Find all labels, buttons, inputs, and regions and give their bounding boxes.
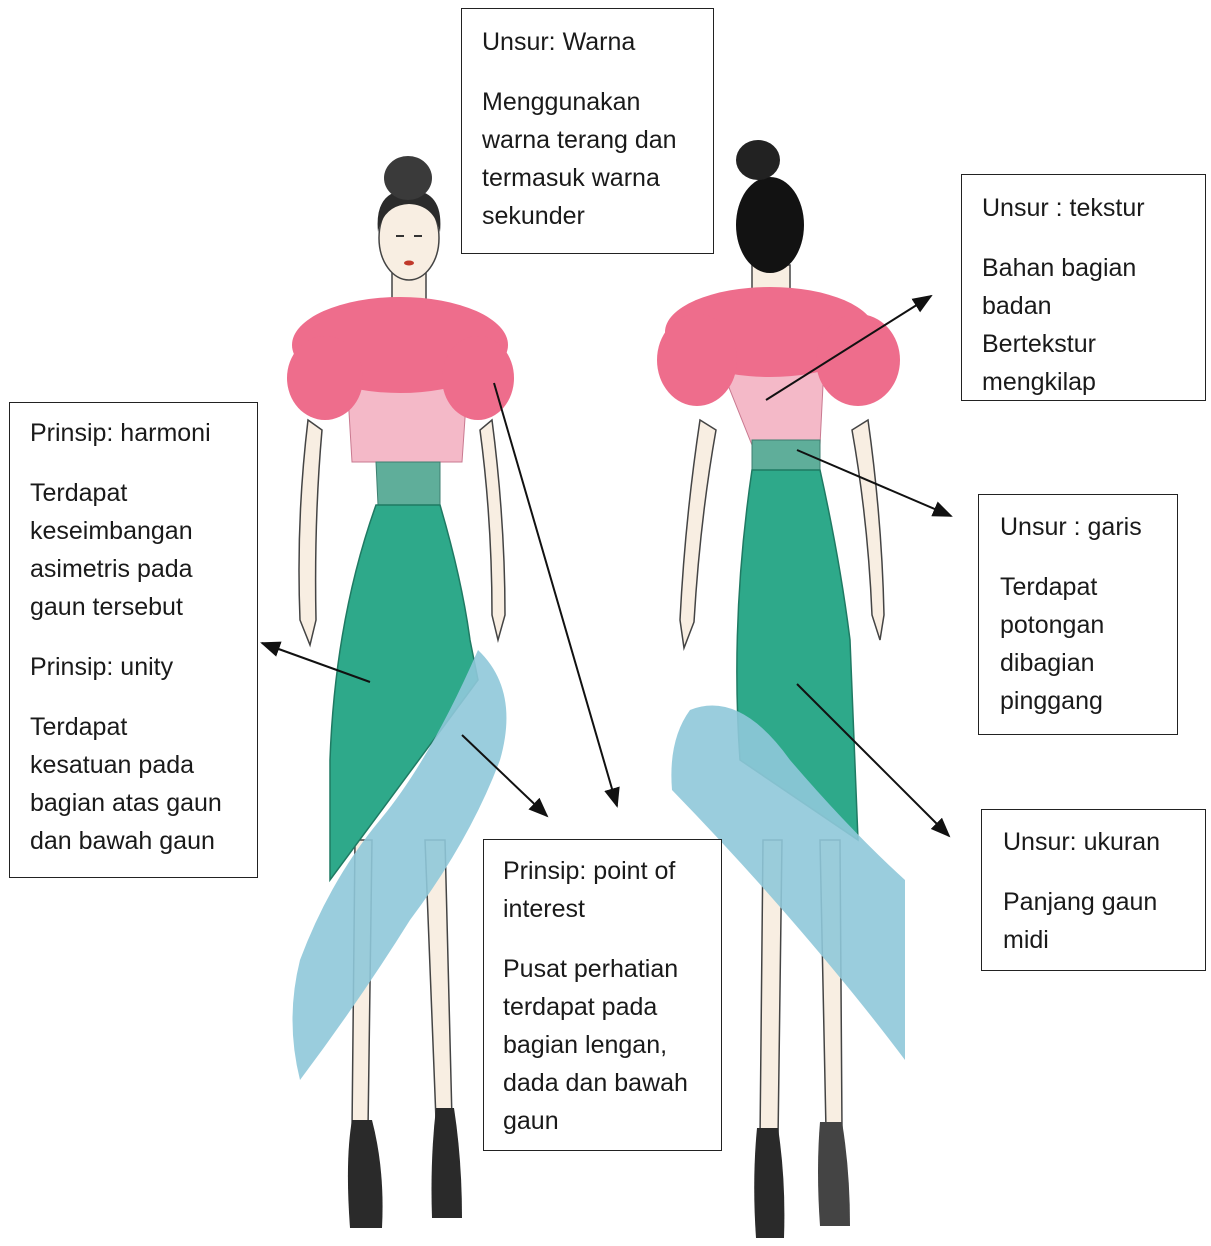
annotation-line: Terdapat: [1000, 568, 1156, 606]
annotation-line: badan: [982, 287, 1185, 325]
annotation-line: dan bawah gaun: [30, 822, 237, 860]
annotation-line: dibagian: [1000, 644, 1156, 682]
annotation-line: potongan: [1000, 606, 1156, 644]
annotation-line: sekunder: [482, 197, 693, 235]
annotation-line: Terdapat: [30, 708, 237, 746]
front-figure-illustration: [287, 156, 514, 1228]
annotation-box-tekstur: Unsur : tekstur Bahan bagian badan Berte…: [961, 174, 1206, 401]
annotation-line: Pusat perhatian: [503, 950, 702, 988]
annotation-line: termasuk warna: [482, 159, 693, 197]
annotation-line: gaun tersebut: [30, 588, 237, 626]
annotation-line: bagian atas gaun: [30, 784, 237, 822]
annotation-line: terdapat pada: [503, 988, 702, 1026]
annotation-line: midi: [1003, 921, 1184, 959]
annotation-line: gaun: [503, 1102, 702, 1140]
annotation-line: dada dan bawah: [503, 1064, 702, 1102]
annotation-line: asimetris pada: [30, 550, 237, 588]
arrow-to-poi-right: [494, 383, 617, 806]
annotation-line: bagian lengan,: [503, 1026, 702, 1064]
annotation-line: pinggang: [1000, 682, 1156, 720]
annotation-line: Panjang gaun: [1003, 883, 1184, 921]
annotation-heading: Unsur : garis: [1000, 508, 1156, 546]
annotation-heading: Prinsip: harmoni: [30, 414, 237, 452]
annotation-line: mengkilap: [982, 363, 1185, 401]
annotation-line: warna terang dan: [482, 121, 693, 159]
annotation-box-garis: Unsur : garis Terdapat potongan dibagian…: [978, 494, 1178, 735]
annotation-line: Menggunakan: [482, 83, 693, 121]
annotation-line: Terdapat: [30, 474, 237, 512]
annotation-heading: Unsur: Warna: [482, 23, 693, 61]
annotation-box-warna: Unsur: Warna Menggunakan warna terang da…: [461, 8, 714, 254]
annotation-heading: Prinsip: point of: [503, 852, 702, 890]
annotation-box-harmoni: Prinsip: harmoni Terdapat keseimbangan a…: [9, 402, 258, 878]
annotation-heading: Unsur: ukuran: [1003, 823, 1184, 861]
annotation-heading: Unsur : tekstur: [982, 189, 1185, 227]
annotation-line: Bertekstur: [982, 325, 1185, 363]
annotation-line: kesatuan pada: [30, 746, 237, 784]
annotation-box-ukuran: Unsur: ukuran Panjang gaun midi: [981, 809, 1206, 971]
annotation-box-point-of-interest: Prinsip: point of interest Pusat perhati…: [483, 839, 722, 1151]
annotation-heading-unity: Prinsip: unity: [30, 648, 237, 686]
annotation-heading-cont: interest: [503, 890, 702, 928]
annotation-line: keseimbangan: [30, 512, 237, 550]
annotation-line: Bahan bagian: [982, 249, 1185, 287]
